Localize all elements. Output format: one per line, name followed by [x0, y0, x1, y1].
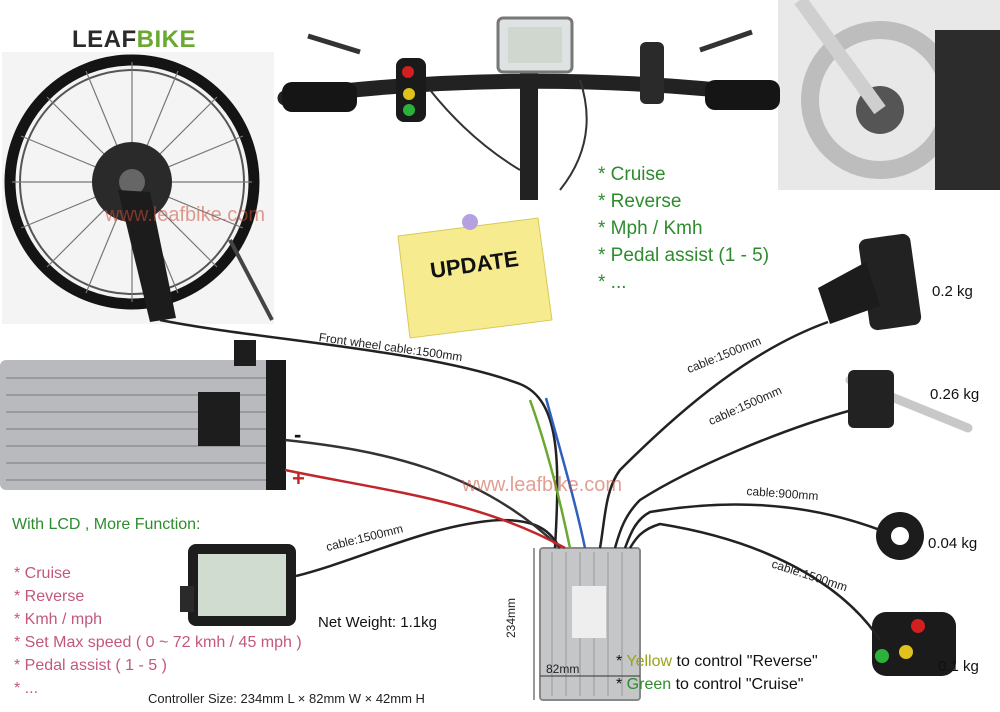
pas-install-closeup	[794, 0, 1000, 190]
brand-logo: LEAFBIKE	[72, 26, 196, 54]
hub-motor-wheel	[4, 54, 274, 322]
handlebar-with-lcd	[277, 16, 780, 200]
lcd-features-title: With LCD , More Function:	[12, 516, 201, 533]
brand-logo-part2: BIKE	[136, 26, 197, 53]
brake-lever	[845, 370, 973, 433]
top-feature-mph-kmh: * Mph / Kmh	[598, 218, 703, 239]
yellow-note-rest: to control "Reverse"	[672, 653, 818, 670]
brand-logo-part1: LEAF	[72, 26, 137, 53]
lcd-net-weight: Net Weight: 1.1kg	[318, 614, 437, 631]
lcd-feature-cruise: * Cruise	[14, 565, 71, 582]
top-feature-more: * ...	[598, 272, 627, 293]
pas-weight: 0.04 kg	[928, 535, 978, 552]
update-sticky-note	[397, 214, 553, 339]
controller-width-label: 82mm	[546, 662, 580, 676]
green-note-rest: to control "Cruise"	[671, 676, 804, 693]
switch-cable	[628, 522, 882, 641]
front-wheel-cable	[159, 318, 559, 549]
lcd-display	[180, 544, 296, 626]
yellow-note-prefix: *	[616, 653, 627, 670]
motor-phase-wires	[528, 399, 572, 549]
top-feature-pedal-assist: * Pedal assist (1 - 5)	[598, 245, 770, 266]
green-note-word: Green	[626, 676, 672, 693]
battery-pack	[0, 340, 286, 490]
lcd-feature-pedal-assist: * Pedal assist ( 1 - 5 )	[14, 657, 167, 674]
lcd-feature-more: * ...	[14, 680, 39, 697]
hall-wires	[544, 397, 587, 549]
watermark-top: www.leafbike.com	[105, 204, 266, 226]
controller-length-label: 234mm	[504, 597, 518, 638]
switch-weight: 0.1 kg	[938, 658, 979, 675]
yellow-note-word: Yellow	[626, 653, 673, 670]
controller-size-label: Controller Size: 234mm L × 82mm W × 42mm…	[148, 691, 425, 706]
pas-cable	[623, 503, 881, 549]
yellow-reverse-note: * Yellow to control "Reverse"	[616, 653, 818, 671]
brake-weight: 0.26 kg	[930, 386, 980, 403]
throttle-cable	[598, 320, 829, 549]
lcd-feature-reverse: * Reverse	[14, 588, 85, 605]
pas-sensor-disc	[876, 512, 924, 560]
battery-plus-label: +	[292, 466, 305, 491]
battery-positive-wire	[284, 468, 566, 550]
green-cruise-note: * Green to control "Cruise"	[616, 676, 803, 694]
battery-negative-wire	[284, 438, 561, 549]
watermark-center: www.leafbike.com	[462, 474, 623, 496]
lcd-feature-kmh-mph: * Kmh / mph	[14, 611, 103, 628]
lcd-cable	[295, 518, 562, 578]
controller-box	[539, 547, 641, 701]
top-feature-reverse: * Reverse	[598, 191, 682, 212]
brake-cable	[613, 408, 853, 549]
cruise-reverse-switch	[872, 612, 956, 676]
lcd-feature-max-speed: * Set Max speed ( 0 ~ 72 kmh / 45 mph )	[14, 634, 302, 651]
top-feature-cruise: * Cruise	[598, 164, 666, 185]
battery-minus-label: -	[294, 422, 302, 447]
throttle-weight: 0.2 kg	[932, 283, 973, 300]
green-note-prefix: *	[616, 676, 627, 693]
twist-throttle	[818, 233, 922, 331]
